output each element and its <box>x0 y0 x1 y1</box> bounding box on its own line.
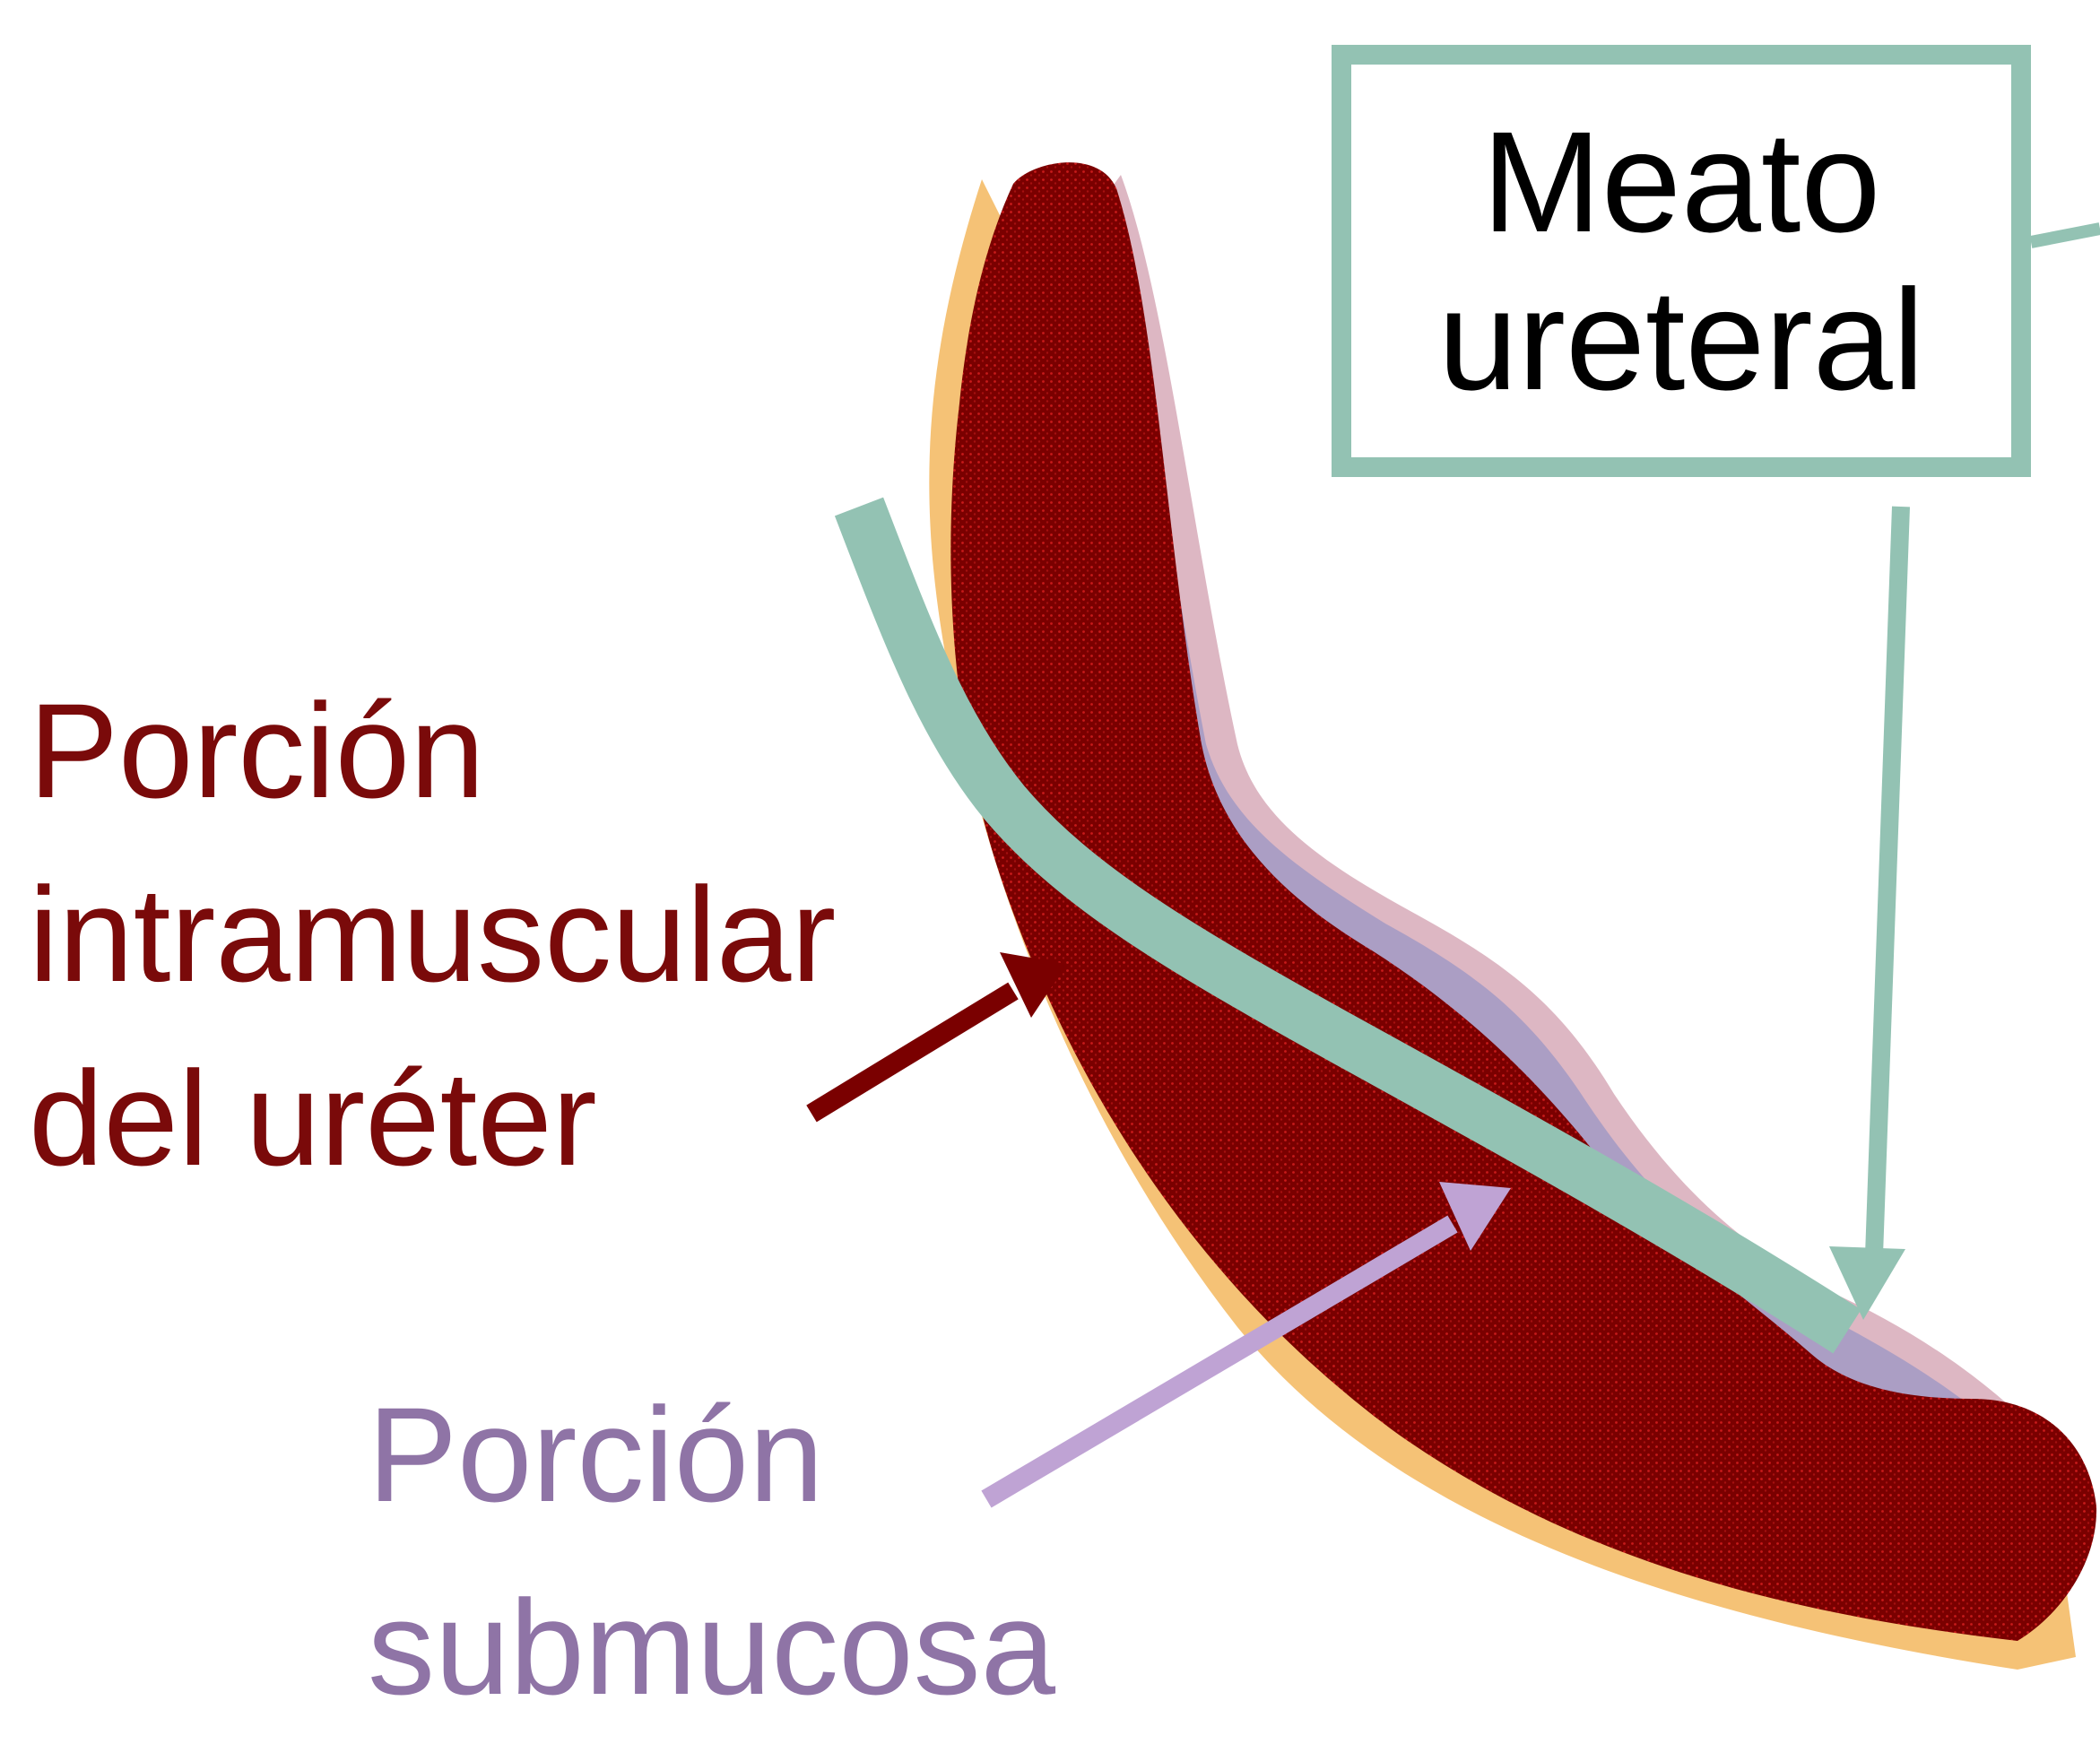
intramuscular-label-line-1: Porción <box>29 659 836 843</box>
intramuscular-label-line-2: intramuscular <box>29 843 836 1027</box>
meato-arrow-shaft <box>1874 507 1901 1255</box>
meato-line-2: ureteral <box>1438 261 1925 419</box>
intramuscular-label-line-3: del uréter <box>29 1027 836 1210</box>
meato-connector-line <box>2031 229 2100 242</box>
submucosa-label: Porción submucosa <box>368 1358 1055 1744</box>
submucosa-label-line-1: Porción <box>368 1358 1055 1551</box>
meato-line-1: Meato <box>1482 103 1881 261</box>
meato-ureteral-box: Meato ureteral <box>1332 45 2031 477</box>
intramuscular-arrow-shaft <box>811 991 1013 1114</box>
intramuscular-label: Porción intramuscular del uréter <box>29 659 836 1210</box>
submucosa-label-line-2: submucosa <box>368 1551 1055 1744</box>
